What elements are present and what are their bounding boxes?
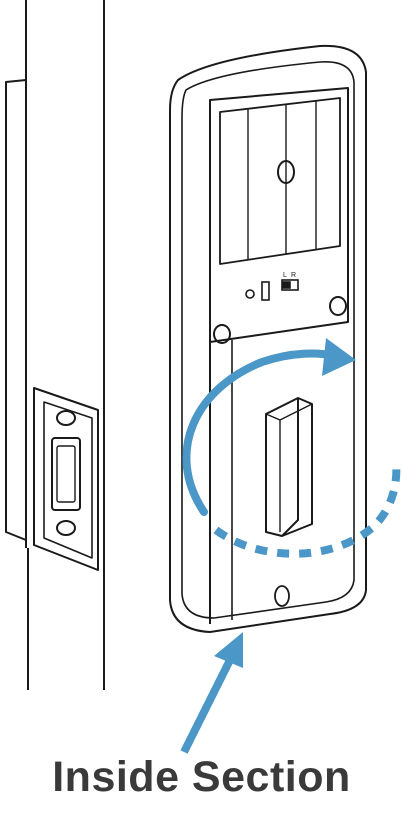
lock-body (170, 46, 366, 632)
pointer-arrow-icon (184, 632, 243, 752)
switch-left-label: L (283, 272, 287, 279)
switch-right-label: R (291, 272, 296, 279)
door-frame (6, 0, 104, 690)
strike-plate (34, 388, 98, 570)
thumb-turn (266, 398, 312, 536)
caption-inside-section: Inside Section (0, 756, 403, 799)
